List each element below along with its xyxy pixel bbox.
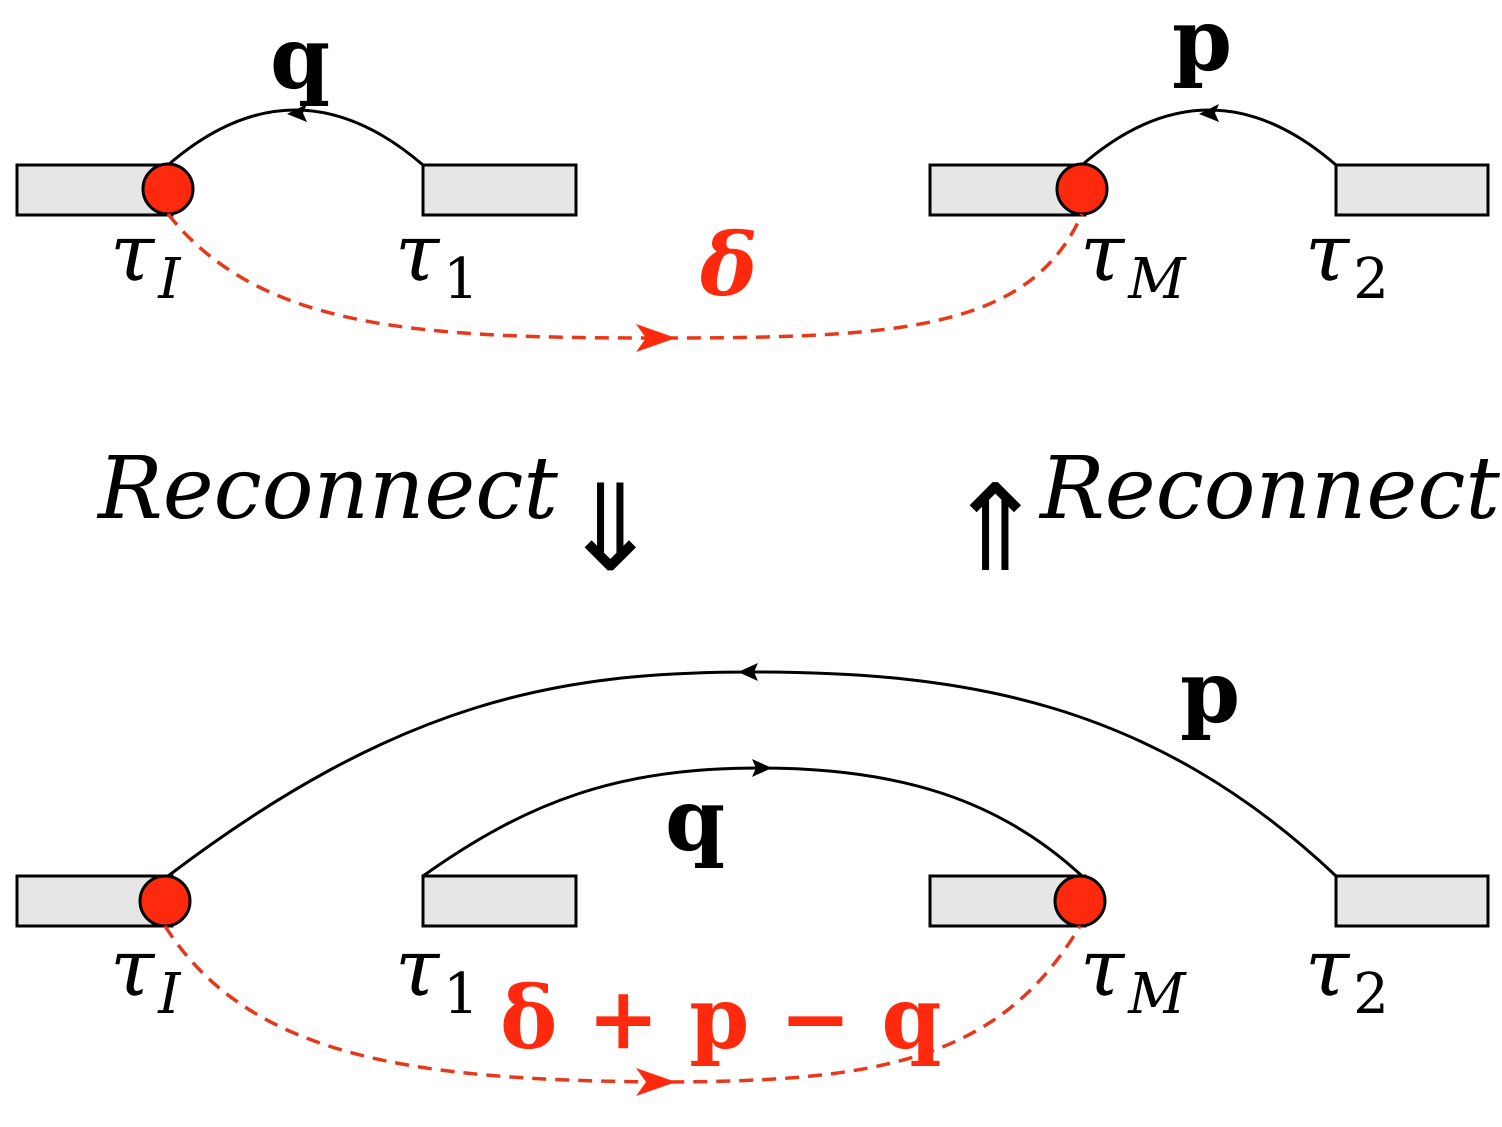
label-tau-1-bottom: τ 1 [395,921,479,1027]
label-tau-1-top: τ 1 [395,206,479,312]
reconnect-up-arrow-icon: ⇑ [945,460,1046,599]
vertex-tau-i-bottom [138,874,192,928]
label-tau-2-bottom: τ 2 [1305,921,1389,1027]
bottom-group: p q τ I τ 1 τ M τ 2 δ + p − q [15,642,1490,1096]
label-q-top: q [270,8,330,109]
propagator-p-top-arrowhead [1199,104,1219,122]
bar-tau-2-bottom [1334,874,1490,928]
dashed-propagator-top [166,212,1084,340]
label-q-bottom: q [665,770,725,871]
propagator-q-top-arrowhead [287,104,307,122]
reconnect-label-right: Reconnect [1038,439,1500,539]
dashed-propagator-top-arrowhead [636,324,676,352]
top-right-group: p τ M τ 2 [928,0,1490,312]
top-left-group: q τ I τ 1 [15,8,578,312]
bar-tau-1-top [421,163,578,217]
label-tau-2-top: τ 2 [1305,206,1389,312]
label-tau-m-bottom: τ M [1080,921,1187,1027]
label-p-bottom: p [1180,642,1240,743]
propagator-q-bottom-arrowhead [752,759,772,777]
propagator-p-bottom-arrowhead [738,663,758,681]
propagator-p-top [1081,108,1337,167]
propagator-p-bottom [167,670,1338,878]
label-tau-m-top: τ M [1080,206,1187,312]
propagator-q-top [167,108,424,167]
vertex-tau-m-bottom [1053,874,1107,928]
propagator-q-bottom [422,766,1084,878]
dashed-propagator-bottom-arrowhead [636,1068,676,1096]
bar-tau-2-top [1334,163,1490,217]
bar-tau-1-bottom [421,874,578,928]
label-tau-i-top: τ I [110,206,182,312]
label-delta-top: δ [699,215,757,316]
label-delta-p-q-bottom: δ + p − q [500,968,942,1069]
reconnect-label-left: Reconnect [96,439,558,539]
label-tau-i-bottom: τ I [110,921,182,1027]
label-p-top: p [1172,0,1232,91]
reconnect-down-arrow-icon: ⇓ [560,460,661,599]
